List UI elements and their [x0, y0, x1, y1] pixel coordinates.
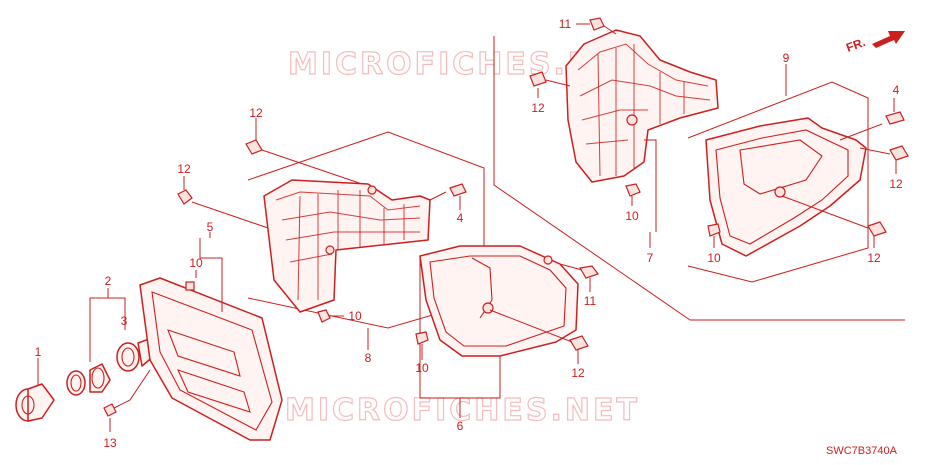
part-4-pin-a — [449, 183, 467, 197]
callout-12-e: 12 — [889, 177, 903, 191]
part-12-clip-e — [889, 145, 909, 161]
callout-10-e: 10 — [707, 251, 721, 265]
part-10-clip-e — [707, 223, 721, 237]
part-10-clip-c — [415, 331, 429, 345]
callout-1: 1 — [35, 345, 42, 359]
part-10-clip-b — [317, 309, 331, 323]
callout-13: 13 — [103, 436, 117, 450]
callout-12-c: 12 — [571, 366, 585, 380]
part-12-clip-b — [245, 139, 263, 155]
part-4-pin-b — [885, 111, 905, 125]
part-12-clip-a — [177, 189, 193, 205]
front-direction-indicator: FR. — [844, 31, 905, 55]
part-7-upper-bracket — [565, 29, 719, 183]
part-12-clip-c — [569, 335, 589, 351]
callout-12-d: 12 — [531, 101, 545, 115]
part-6-side-panel — [419, 245, 579, 357]
diagram-code: SWC7B3740A — [826, 445, 898, 457]
leader-7 — [644, 139, 657, 232]
callout-3: 3 — [121, 314, 128, 328]
callout-10-c: 10 — [415, 361, 429, 375]
callout-7: 7 — [647, 251, 654, 265]
callout-4-a: 4 — [457, 211, 464, 225]
part-8-bracket — [263, 179, 447, 313]
callout-8: 8 — [365, 351, 372, 365]
callout-10-d: 10 — [625, 209, 639, 223]
callout-9: 9 — [783, 51, 790, 65]
part-2-socket — [66, 363, 111, 396]
callout-5: 5 — [207, 220, 214, 234]
front-arrow-icon — [872, 31, 905, 48]
callout-4-b: 4 — [893, 83, 900, 97]
callout-12-a: 12 — [177, 162, 191, 176]
callout-11-a: 11 — [584, 294, 597, 308]
part-10-clip-d — [625, 183, 641, 197]
section-divider — [493, 36, 905, 321]
callout-10-b: 10 — [348, 309, 362, 323]
part-12-clip-d — [529, 71, 547, 87]
callout-12-b: 12 — [249, 106, 263, 120]
callout-10-a: 10 — [189, 256, 203, 270]
part-13-screw — [103, 399, 131, 417]
part-11-grommet-b — [589, 17, 605, 31]
callout-2: 2 — [105, 274, 112, 288]
box-9 — [687, 81, 869, 283]
part-12-clip-f — [867, 221, 887, 237]
callout-12-f: 12 — [867, 251, 881, 265]
part-9-right-panel — [705, 117, 883, 257]
part-11-grommet-a — [579, 265, 599, 279]
part-1-lighter — [15, 383, 55, 422]
leader-5 — [199, 238, 223, 312]
part-5-garnish — [139, 277, 283, 441]
callout-11-b: 11 — [559, 17, 572, 31]
callout-6: 6 — [457, 419, 464, 433]
box-8 — [247, 131, 485, 329]
front-label: FR. — [844, 35, 867, 55]
